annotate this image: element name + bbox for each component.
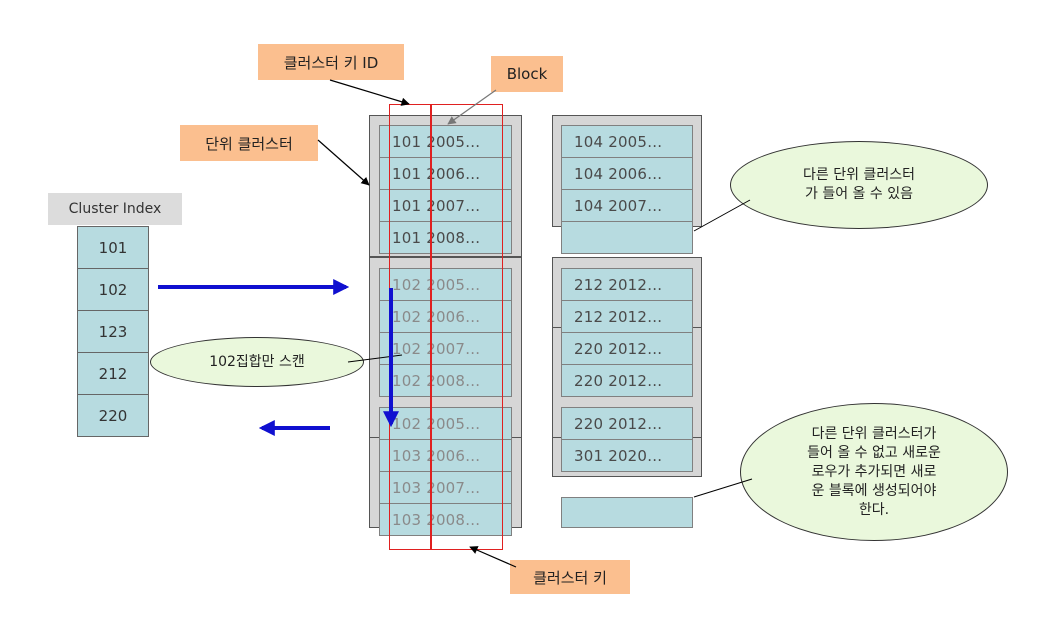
- index-key: 101: [77, 226, 149, 269]
- block-text: Block: [506, 65, 548, 83]
- cluster-index-list: 101 102 123 212 220: [77, 226, 149, 437]
- table-row: 103 2006…: [379, 439, 512, 472]
- empty-row: [561, 221, 693, 254]
- pointer-unit-cluster: [317, 139, 370, 186]
- scan-callout: 102집합만 스캔: [150, 337, 364, 387]
- table-row: 102 2005…: [379, 407, 512, 440]
- table-row: 220 2012…: [561, 364, 693, 397]
- block-rows-1: 101 2005… 101 2006… 101 2007… 101 2008…: [379, 125, 512, 254]
- block-label: Block: [491, 56, 563, 92]
- other-cluster-callout: 다른 단위 클러스터 가 들어 올 수 있음: [730, 141, 988, 229]
- callout-line: 운 블록에 생성되어야: [811, 482, 937, 499]
- table-row: 102 2008…: [379, 364, 512, 397]
- table-row: 103 2008…: [379, 503, 512, 536]
- block-box: [431, 104, 503, 550]
- new-block: [561, 497, 693, 528]
- cluster-key-id-box: [389, 104, 431, 550]
- table-row: 220 2012…: [561, 332, 693, 365]
- table-row: 101 2008…: [379, 221, 512, 254]
- block-rows-3: 102 2005… 103 2006… 103 2007… 103 2008…: [379, 407, 512, 536]
- index-key: 212: [77, 352, 149, 395]
- callout-line: 다른 단위 클러스터가: [811, 425, 937, 442]
- index-key: 220: [77, 394, 149, 437]
- callout-line: 다른 단위 클러스터: [803, 167, 915, 183]
- block-rows-4: 104 2005… 104 2006… 104 2007…: [561, 125, 693, 254]
- callout-line: 로우가 추가되면 새로: [811, 463, 937, 480]
- cluster-key-text: 클러스터 키: [533, 568, 607, 587]
- table-row: 102 2005…: [379, 268, 512, 301]
- cluster-index-title-text: Cluster Index: [68, 201, 162, 217]
- pointer-other-cluster: [693, 199, 751, 232]
- cluster-index-title: Cluster Index: [48, 193, 182, 225]
- table-row: 101 2007…: [379, 189, 512, 222]
- table-row: 104 2005…: [561, 125, 693, 158]
- other-cluster-text: 다른 단위 클러스터 가 들어 올 수 있음: [803, 166, 915, 204]
- cluster-key-id-text: 클러스터 키 ID: [283, 53, 379, 72]
- table-row: 102 2006…: [379, 300, 512, 333]
- table-row: 103 2007…: [379, 471, 512, 504]
- scan-callout-text: 102집합만 스캔: [209, 353, 305, 370]
- table-row: 212 2012…: [561, 268, 693, 301]
- new-block-callout: 다른 단위 클러스터가 들어 올 수 없고 새로운 로우가 추가되면 새로 운 …: [740, 403, 1008, 541]
- callout-line: 한다.: [858, 501, 890, 518]
- index-key: 102: [77, 268, 149, 311]
- unit-cluster-label: 단위 클러스터: [180, 125, 318, 161]
- pointer-cluster-key-id: [329, 79, 410, 106]
- table-row: 104 2006…: [561, 157, 693, 190]
- table-row: 212 2012…: [561, 300, 693, 333]
- cluster-key-id-label: 클러스터 키 ID: [258, 44, 404, 80]
- callout-line: 가 들어 올 수 있음: [805, 186, 913, 202]
- block-rows-6: 220 2012… 301 2020…: [561, 407, 693, 472]
- new-block-text: 다른 단위 클러스터가 들어 올 수 없고 새로운 로우가 추가되면 새로 운 …: [807, 425, 941, 520]
- block-rows-5: 212 2012… 212 2012… 220 2012… 220 2012…: [561, 268, 693, 397]
- table-row: 101 2006…: [379, 157, 512, 190]
- index-key: 123: [77, 310, 149, 353]
- table-row: 220 2012…: [561, 407, 693, 440]
- callout-line: 들어 올 수 없고 새로운: [807, 444, 941, 461]
- cluster-key-label: 클러스터 키: [510, 560, 630, 594]
- table-row: 301 2020…: [561, 439, 693, 472]
- table-row: 104 2007…: [561, 189, 693, 222]
- unit-cluster-text: 단위 클러스터: [205, 134, 293, 153]
